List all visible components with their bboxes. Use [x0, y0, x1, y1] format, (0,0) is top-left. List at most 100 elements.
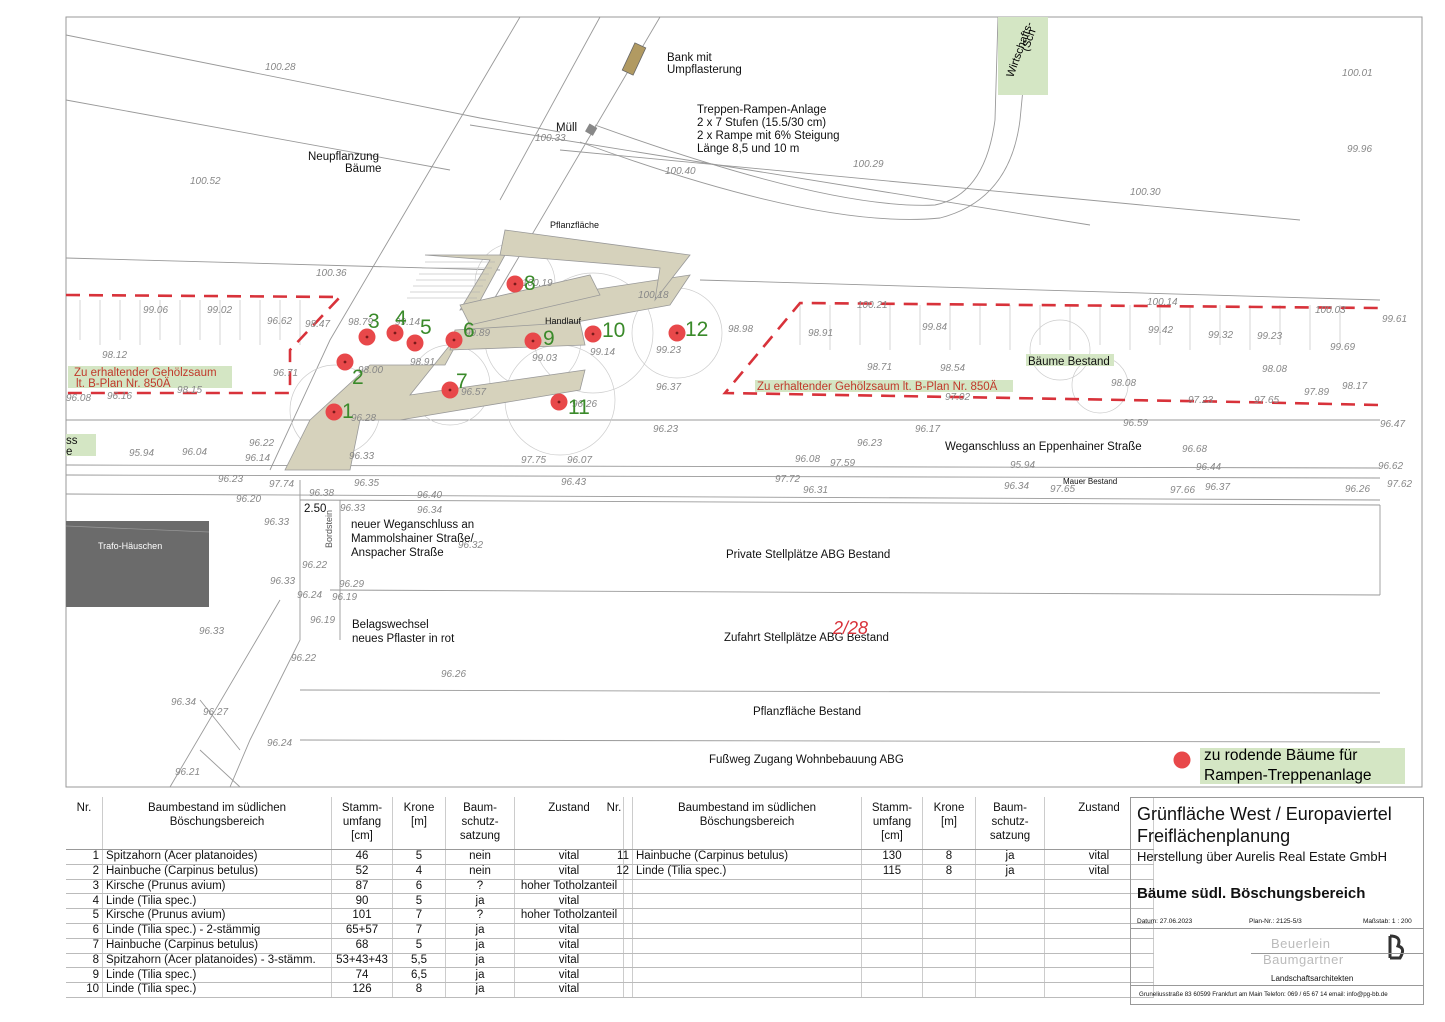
elevation-label: 100.36 [316, 268, 347, 279]
elevation-label: 97.72 [775, 474, 800, 485]
elevation-label: 96.22 [302, 560, 327, 571]
elevation-label: 96.24 [267, 738, 292, 749]
elevation-label: 98.91 [410, 357, 435, 368]
elevation-label: 98.71 [867, 362, 892, 373]
table-cell: ja [445, 967, 515, 984]
tree-number: 12 [685, 318, 708, 341]
tree-number: 9 [543, 327, 555, 350]
table-cell: Linde (Tilia spec.) - 2-stämmig [102, 923, 332, 939]
elevation-label: 96.71 [273, 368, 298, 379]
treppe-label-2: 2 x 7 Stufen (15.5/30 cm) [697, 117, 826, 129]
elevation-label: 99.14 [395, 317, 420, 328]
table-cell [922, 923, 976, 939]
table-cell: ja [445, 923, 515, 939]
table-cell [861, 938, 923, 954]
tree-number: 1 [342, 400, 354, 423]
elevation-label: 96.19 [332, 592, 357, 603]
table-cell: 65+57 [331, 923, 393, 939]
table-header-cell: Baum-schutz-satzung [445, 797, 515, 850]
elevation-label: 97.59 [830, 458, 855, 469]
bank-label-1: Bank mit [667, 52, 713, 64]
table-cell: 2 [66, 864, 103, 880]
table-header-cell: Nr. [66, 797, 103, 850]
elevation-label: 96.22 [249, 438, 274, 449]
muell-label: Müll [556, 122, 577, 134]
table-cell: vital [1044, 864, 1154, 880]
trafo-label: Trafo-Häuschen [98, 541, 162, 551]
table-cell [1044, 953, 1154, 969]
elevation-label: 96.34 [1004, 481, 1029, 492]
elevation-label: 96.07 [567, 455, 592, 466]
legend-bg [1200, 748, 1405, 784]
elevation-label: 100.40 [665, 166, 696, 177]
table-cell: 53+43+43 [331, 953, 393, 969]
table-cell [975, 967, 1045, 984]
table-cell [975, 879, 1045, 895]
table-cell [922, 967, 976, 984]
table-cell [922, 908, 976, 924]
elevation-label: 96.59 [1123, 418, 1148, 429]
stair-ramp-system [284, 229, 691, 471]
elevation-label: 99.02 [207, 305, 232, 316]
table-header-cell: Krone[m] [922, 797, 976, 850]
sheet-title: Bäume südl. Böschungsbereich [1137, 885, 1366, 902]
treppe-label-3: 2 x Rampe mit 6% Steigung [697, 130, 840, 142]
table-cell: ? [445, 908, 515, 924]
tree-number: 11 [568, 396, 590, 419]
tree-trunk-dot [513, 282, 517, 286]
table-cell: 52 [331, 864, 393, 880]
hedge-ticks [79, 300, 1341, 350]
pflanz-bestand-label: Pflanzfläche Bestand [753, 706, 861, 718]
table-cell: 8 [922, 849, 976, 865]
elevation-label: 99.89 [465, 328, 490, 339]
elevation-label: 97.75 [521, 455, 546, 466]
table-cell: 5,5 [392, 953, 446, 969]
elevation-label: 96.27 [203, 707, 228, 718]
elevation-label: 99.84 [922, 322, 947, 333]
table-cell [632, 938, 862, 954]
elevation-label: 98.12 [102, 350, 127, 361]
table-cell: 90 [331, 893, 393, 910]
table-cell: ja [975, 864, 1045, 880]
table-cell: 6 [392, 879, 446, 895]
table-cell [975, 953, 1045, 969]
elevation-label: 98.47 [305, 319, 330, 330]
elevation-label: 96.34 [417, 505, 442, 516]
table-cell: Hainbuche (Carpinus betulus) [632, 849, 862, 865]
table-cell: ja [445, 893, 515, 910]
elevation-label: 96.33 [199, 626, 224, 637]
elevation-label: 97.62 [1387, 479, 1412, 490]
table-row [596, 982, 1154, 998]
table-cell: 12 [596, 864, 633, 880]
elevation-label: 99.23 [1257, 331, 1282, 342]
elevation-label: 98.08 [1111, 378, 1136, 389]
table-cell [1044, 923, 1154, 939]
table-cell: Hainbuche (Carpinus betulus) [102, 938, 332, 954]
table-cell [596, 893, 633, 910]
table-header-cell: Baum-schutz-satzung [975, 797, 1045, 850]
table-cell [596, 923, 633, 939]
elevation-label: 95.94 [129, 448, 154, 459]
table-cell: 5 [392, 938, 446, 954]
elevation-label: 96.24 [297, 590, 322, 601]
table-cell: 4 [392, 864, 446, 880]
gehoelz-left-label-1: Zu erhaltender Gehölzsaum [74, 367, 217, 379]
table-header-cell: Stamm-umfang[cm] [331, 797, 393, 850]
neupflanzung-label-1: Neupflanzung [308, 151, 379, 163]
protected-boundary [65, 293, 1379, 407]
elevation-label: 96.26 [1345, 484, 1370, 495]
map-labels: Bank mit Umpflasterung Müll Treppen-Ramp… [66, 52, 1142, 766]
elevation-label: 99.69 [1330, 342, 1355, 353]
elevation-label: 98.17 [1342, 381, 1367, 392]
elevation-label: 97.02 [945, 392, 970, 403]
tree-trunk-dot [557, 400, 561, 404]
table-cell [922, 953, 976, 969]
treppe-label-4: Länge 8,5 und 10 m [697, 143, 799, 155]
table-cell [632, 953, 862, 969]
